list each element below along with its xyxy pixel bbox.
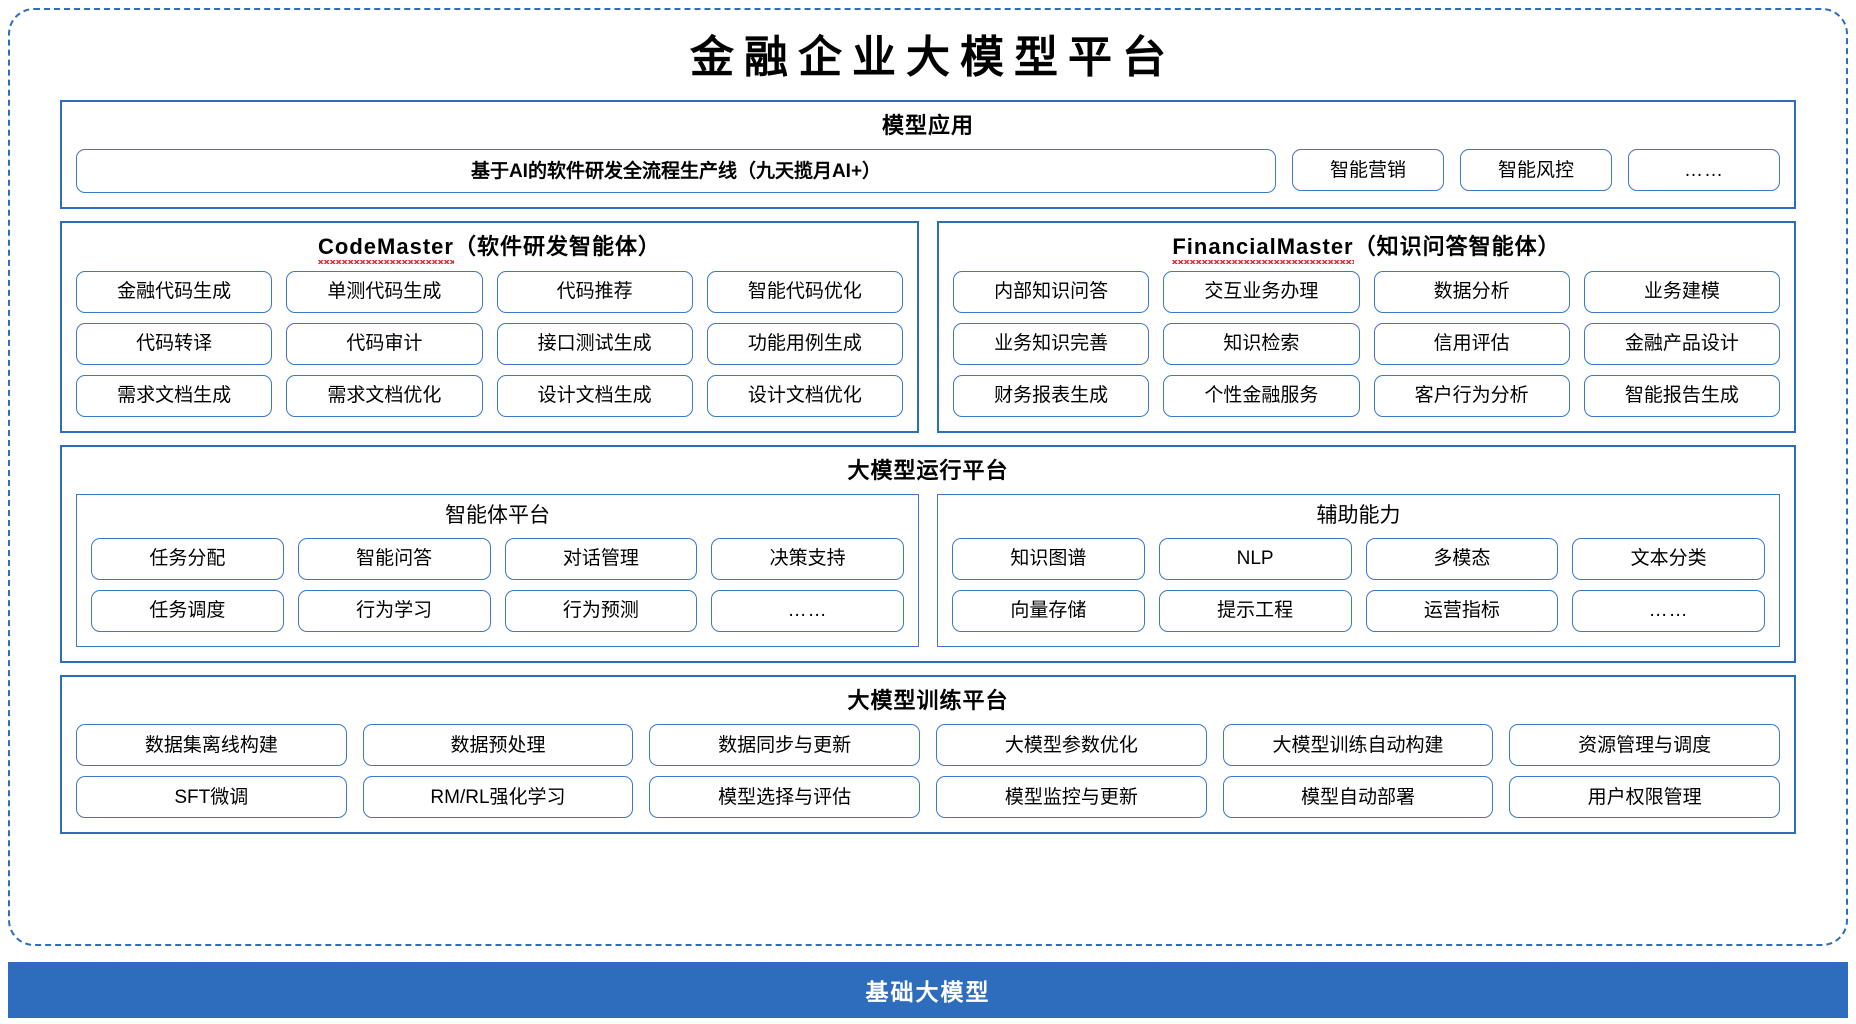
capability-item[interactable]: 用户权限管理 — [1509, 776, 1780, 819]
code-master-capability-grid: 金融代码生成 单测代码生成 代码推荐 智能代码优化 代码转译 代码审计 接口测试… — [76, 270, 903, 417]
base-model-bar: 基础大模型 — [8, 962, 1848, 1018]
training-platform-grid: 数据集离线构建 数据预处理 数据同步与更新 大模型参数优化 大模型训练自动构建 … — [76, 724, 1780, 819]
capability-item[interactable]: RM/RL强化学习 — [362, 776, 634, 819]
code-master-subtitle: （软件研发智能体） — [453, 234, 661, 260]
capability-item[interactable]: 需求文档生成 — [76, 374, 273, 417]
panel-title-training-platform: 大模型训练平台 — [847, 687, 1009, 713]
capability-item[interactable]: 数据集离线构建 — [76, 724, 347, 767]
capability-item[interactable]: 业务建模 — [1583, 270, 1780, 313]
app-item-ai-pipeline[interactable]: 基于AI的软件研发全流程生产线（九天揽月AI+） — [76, 149, 1276, 194]
capability-item[interactable]: 模型选择与评估 — [649, 776, 920, 819]
app-item-smart-risk-control[interactable]: 智能风控 — [1460, 149, 1612, 192]
capability-item[interactable]: 接口测试生成 — [496, 322, 693, 365]
capability-item[interactable]: 需求文档优化 — [286, 374, 483, 417]
capability-item[interactable]: 文本分类 — [1572, 537, 1765, 580]
capability-item[interactable]: 交互业务办理 — [1163, 270, 1360, 313]
capability-item[interactable]: 金融产品设计 — [1583, 322, 1780, 365]
capability-item-more[interactable]: …… — [711, 589, 904, 632]
capability-item[interactable]: 提示工程 — [1158, 589, 1352, 632]
capability-item[interactable]: 决策支持 — [711, 537, 904, 580]
panel-title-model-application: 模型应用 — [881, 112, 974, 138]
subpanel-support-capability: 辅助能力 知识图谱 NLP 多模态 文本分类 向量存储 提示工程 运营指标 …… — [937, 494, 1780, 647]
capability-item[interactable]: 多模态 — [1365, 537, 1559, 580]
model-application-row: 基于AI的软件研发全流程生产线（九天揽月AI+） 智能营销 智能风控 …… — [76, 149, 1780, 194]
base-model-label: 基础大模型 — [865, 979, 991, 1005]
agents-section: CodeMaster（软件研发智能体） 金融代码生成 单测代码生成 代码推荐 智… — [60, 221, 1796, 433]
capability-item[interactable]: 大模型参数优化 — [935, 724, 1207, 767]
financial-master-capability-grid: 内部知识问答 交互业务办理 数据分析 业务建模 业务知识完善 知识检索 信用评估… — [953, 270, 1780, 417]
app-item-smart-marketing[interactable]: 智能营销 — [1292, 149, 1444, 192]
subpanel-agent-platform: 智能体平台 任务分配 智能问答 对话管理 决策支持 任务调度 行为学习 行为预测… — [76, 494, 919, 647]
capability-item[interactable]: 设计文档生成 — [496, 374, 693, 417]
capability-item[interactable]: 代码转译 — [76, 322, 273, 365]
panel-title-runtime-platform: 大模型运行平台 — [847, 457, 1009, 483]
capability-item[interactable]: 模型监控与更新 — [935, 776, 1207, 819]
capability-item[interactable]: 客户行为分析 — [1373, 374, 1570, 417]
support-capability-grid: 知识图谱 NLP 多模态 文本分类 向量存储 提示工程 运营指标 …… — [952, 537, 1765, 632]
capability-item[interactable]: 资源管理与调度 — [1509, 724, 1780, 767]
capability-item[interactable]: 对话管理 — [504, 537, 698, 580]
capability-item[interactable]: 知识图谱 — [952, 537, 1145, 580]
capability-item[interactable]: 数据预处理 — [362, 724, 634, 767]
capability-item[interactable]: 功能用例生成 — [706, 322, 903, 365]
code-master-brand-name: CodeMaster — [318, 234, 454, 264]
capability-item[interactable]: 大模型训练自动构建 — [1222, 724, 1494, 767]
capability-item[interactable]: 知识检索 — [1163, 322, 1360, 365]
subpanel-title-agent-platform: 智能体平台 — [445, 504, 550, 528]
financial-master-brand-name: FinancialMaster — [1172, 234, 1354, 264]
financial-master-subtitle: （知识问答智能体） — [1353, 234, 1561, 260]
panel-model-application: 模型应用 基于AI的软件研发全流程生产线（九天揽月AI+） 智能营销 智能风控 … — [60, 99, 1796, 210]
capability-item[interactable]: 行为预测 — [504, 589, 698, 632]
capability-item-more[interactable]: …… — [1572, 589, 1765, 632]
page-title: 金融企业大模型平台 — [690, 33, 1176, 82]
capability-item[interactable]: 任务分配 — [91, 537, 284, 580]
capability-item[interactable]: 金融代码生成 — [76, 270, 273, 313]
runtime-columns: 智能体平台 任务分配 智能问答 对话管理 决策支持 任务调度 行为学习 行为预测… — [76, 494, 1780, 647]
panel-title-code-master: CodeMaster（软件研发智能体） — [76, 233, 903, 264]
capability-item[interactable]: 财务报表生成 — [953, 374, 1150, 417]
capability-item[interactable]: 个性金融服务 — [1163, 374, 1360, 417]
capability-item[interactable]: 单测代码生成 — [286, 270, 483, 313]
agent-platform-grid: 任务分配 智能问答 对话管理 决策支持 任务调度 行为学习 行为预测 …… — [91, 537, 904, 632]
capability-item[interactable]: 行为学习 — [297, 589, 491, 632]
capability-item[interactable]: 数据同步与更新 — [649, 724, 920, 767]
panel-code-master: CodeMaster（软件研发智能体） 金融代码生成 单测代码生成 代码推荐 智… — [60, 221, 919, 433]
panel-runtime-platform: 大模型运行平台 智能体平台 任务分配 智能问答 对话管理 决策支持 任务调度 行… — [60, 444, 1796, 663]
capability-item[interactable]: 代码审计 — [286, 322, 483, 365]
panel-title-financial-master: FinancialMaster（知识问答智能体） — [953, 233, 1780, 264]
capability-item[interactable]: 数据分析 — [1373, 270, 1570, 313]
app-item-more[interactable]: …… — [1628, 149, 1780, 192]
capability-item[interactable]: SFT微调 — [76, 776, 347, 819]
capability-item[interactable]: 智能报告生成 — [1583, 374, 1780, 417]
capability-item[interactable]: 信用评估 — [1373, 322, 1570, 365]
subpanel-title-support-capability: 辅助能力 — [1316, 504, 1401, 528]
capability-item[interactable]: NLP — [1158, 537, 1352, 580]
capability-item[interactable]: 代码推荐 — [496, 270, 693, 313]
capability-item[interactable]: 内部知识问答 — [953, 270, 1150, 313]
outer-dashed-frame: 金融企业大模型平台 模型应用 基于AI的软件研发全流程生产线（九天揽月AI+） … — [8, 8, 1848, 946]
capability-item[interactable]: 智能代码优化 — [706, 270, 903, 313]
capability-item[interactable]: 设计文档优化 — [706, 374, 903, 417]
capability-item[interactable]: 业务知识完善 — [953, 322, 1150, 365]
capability-item[interactable]: 任务调度 — [91, 589, 284, 632]
capability-item[interactable]: 运营指标 — [1365, 589, 1559, 632]
capability-item[interactable]: 向量存储 — [952, 589, 1145, 632]
capability-item[interactable]: 模型自动部署 — [1222, 776, 1494, 819]
panel-financial-master: FinancialMaster（知识问答智能体） 内部知识问答 交互业务办理 数… — [937, 221, 1796, 433]
panel-training-platform: 大模型训练平台 数据集离线构建 数据预处理 数据同步与更新 大模型参数优化 大模… — [60, 674, 1796, 835]
capability-item[interactable]: 智能问答 — [297, 537, 491, 580]
